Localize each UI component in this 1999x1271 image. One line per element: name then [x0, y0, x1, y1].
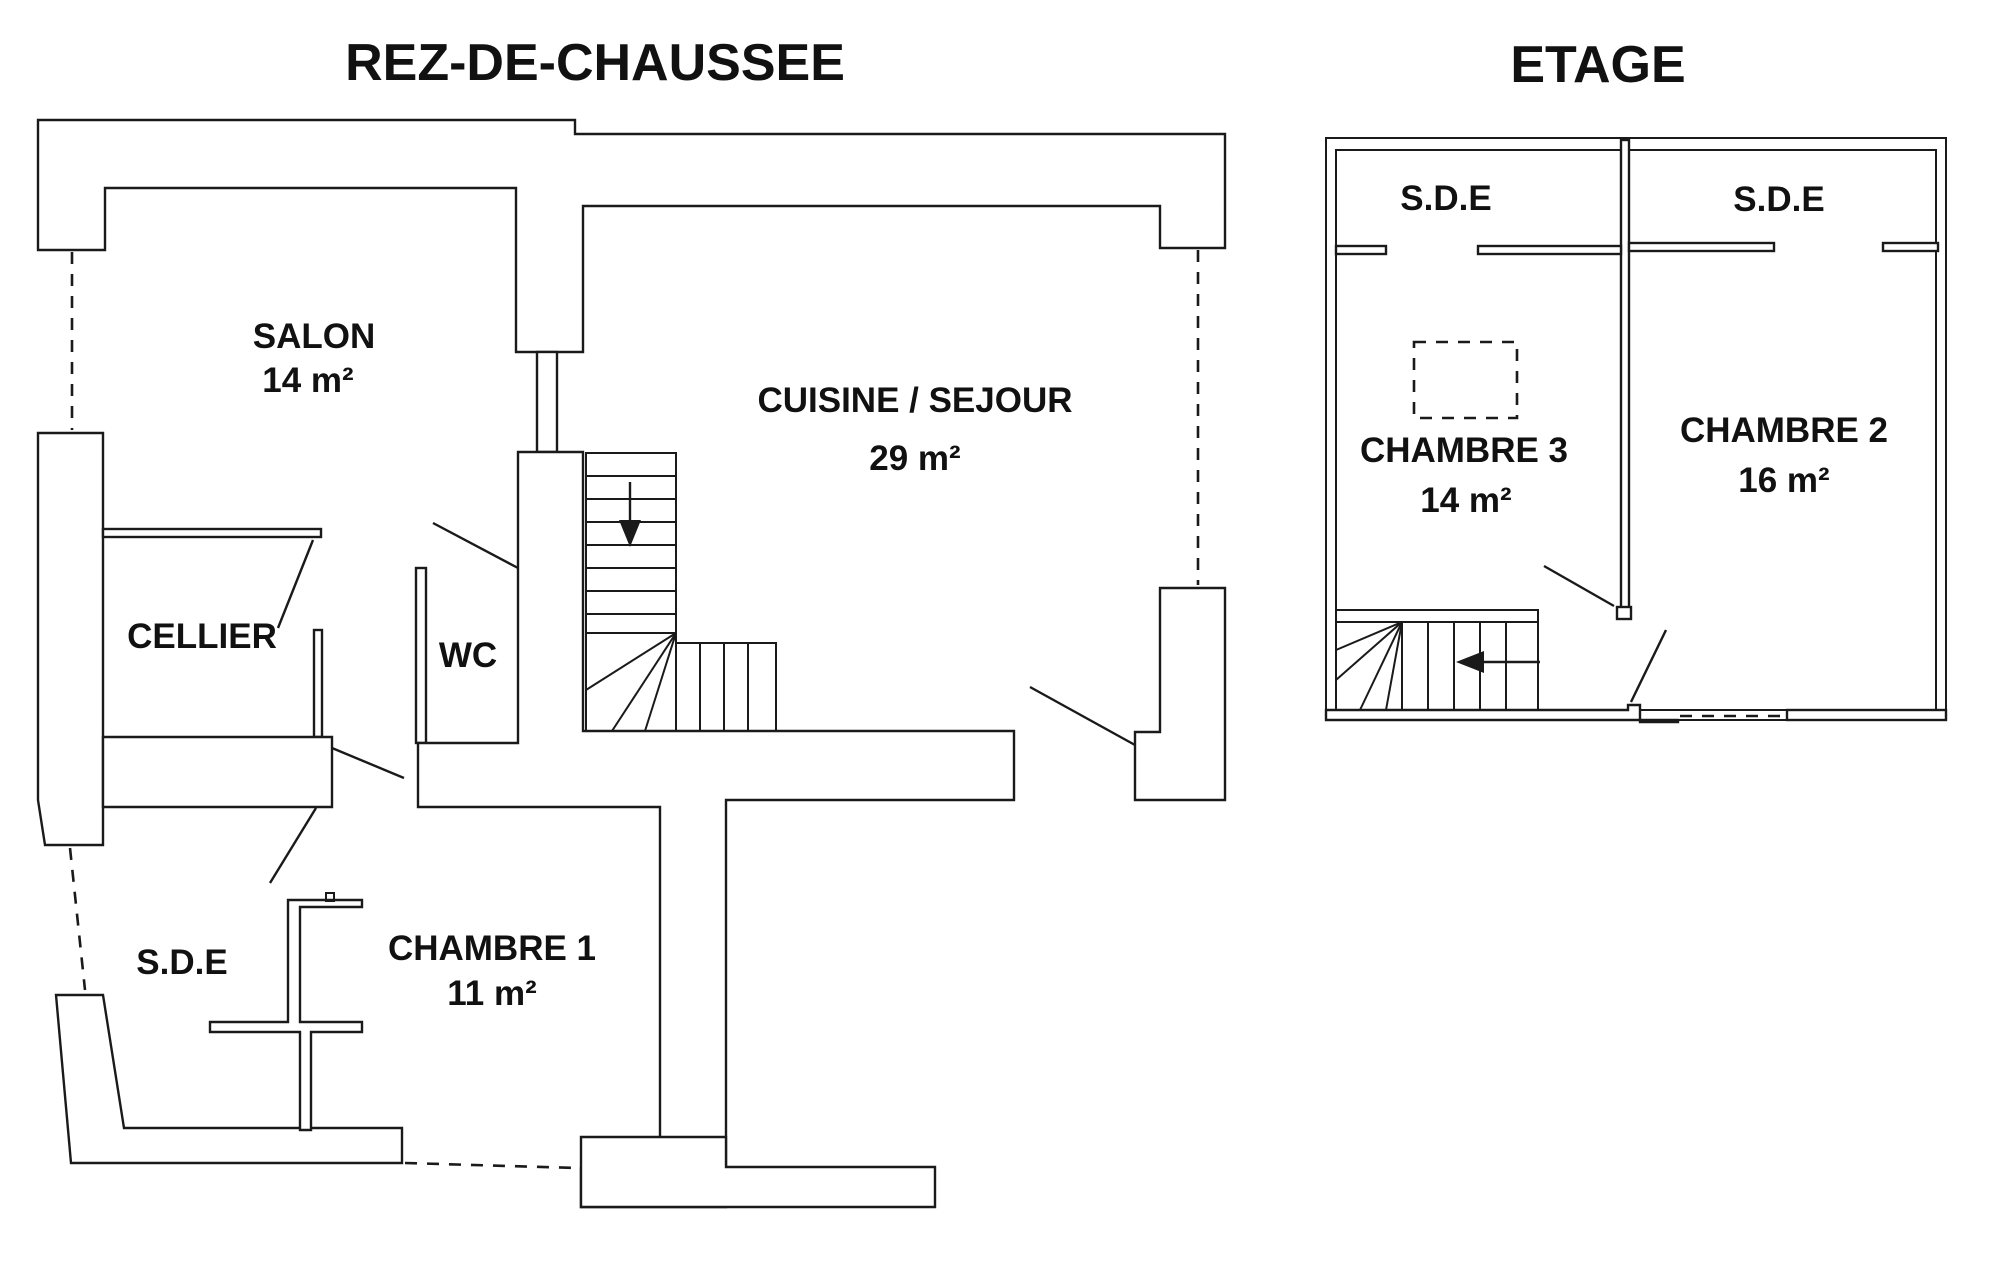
wall-cellier-top	[101, 527, 323, 539]
room-cuisine-area: 29 m²	[869, 439, 960, 478]
upper-room-chambre2-name: CHAMBRE 2	[1680, 411, 1888, 450]
wall-cellier-bottom	[101, 735, 334, 809]
door-sejour	[1029, 685, 1136, 747]
room-wc-name: WC	[439, 636, 497, 675]
upper-door-chambre2	[1629, 629, 1668, 703]
upper-bottom-wall-right	[1785, 708, 1948, 722]
room-chambre1-name: CHAMBRE 1	[388, 929, 596, 968]
upper-floor-plan: S.D.E S.D.E CHAMBRE 3 14 m² CHAMBRE 2 16…	[1324, 137, 1948, 724]
wall-left	[36, 431, 105, 847]
staircase-upper	[1335, 609, 1539, 711]
upper-sde-left-wall-a	[1334, 244, 1388, 256]
opening-left-lower	[68, 847, 87, 991]
wall-top	[36, 118, 1227, 354]
room-cuisine-name: CUISINE / SEJOUR	[757, 381, 1072, 420]
wall-sde-partition	[208, 898, 364, 1132]
upper-bottom-wall	[1324, 703, 1680, 724]
staircase-ground	[585, 452, 777, 732]
upper-partition	[1619, 138, 1631, 620]
ground-floor-title: REZ-DE-CHAUSSEE	[345, 34, 845, 92]
wall-sde-cap	[325, 892, 335, 902]
wall-bottom-right	[579, 1135, 937, 1209]
opening-bottom	[404, 1161, 579, 1170]
upper-sde-right-wall-a	[1627, 241, 1776, 253]
wall-wc-left	[414, 566, 428, 745]
upper-floor-title: ETAGE	[1510, 36, 1685, 94]
wall-partition-upper	[535, 350, 559, 454]
room-salon-area: 14 m²	[262, 361, 353, 400]
wall-cellier-right	[312, 628, 324, 739]
upper-room-chambre2-area: 16 m²	[1738, 461, 1829, 500]
door-sde	[268, 807, 318, 884]
stair-arrow-down-icon	[619, 520, 641, 547]
room-sde-name: S.D.E	[136, 943, 227, 982]
skylight-outline	[1412, 340, 1519, 420]
room-cellier-name: CELLIER	[127, 617, 277, 656]
upper-room-sde-right: S.D.E	[1733, 180, 1824, 219]
door-hall	[331, 746, 405, 780]
wall-bottom-left	[54, 993, 404, 1165]
door-cellier	[276, 539, 315, 629]
room-chambre1-area: 11 m²	[447, 974, 537, 1013]
upper-sde-right-wall-b	[1881, 241, 1940, 253]
wall-central	[416, 450, 1016, 1209]
wall-right-lower	[1133, 586, 1227, 802]
upper-door-chambre3	[1543, 564, 1615, 608]
upper-room-chambre3-name: CHAMBRE 3	[1360, 431, 1568, 470]
door-salon-wc	[432, 521, 519, 570]
upper-sde-left-wall-b	[1476, 244, 1623, 256]
upper-room-chambre3-area: 14 m²	[1420, 481, 1511, 520]
room-salon-name: SALON	[253, 317, 376, 356]
upper-stair-arrow-left-icon	[1456, 651, 1484, 673]
upper-partition-cap	[1615, 605, 1633, 621]
ground-floor-plan: SALON 14 m² CUISINE / SEJOUR 29 m² CELLI…	[36, 118, 1227, 1209]
upper-room-sde-left: S.D.E	[1400, 179, 1491, 218]
